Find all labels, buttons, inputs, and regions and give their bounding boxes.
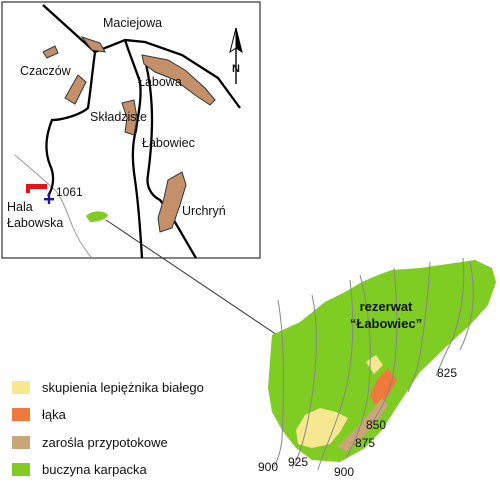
village-skladziste <box>121 99 138 136</box>
legend-label: buczyna karpacka <box>42 462 147 477</box>
place-label-hala-line2: Łabowska <box>7 216 64 230</box>
contour-label: 900 <box>258 460 279 474</box>
north-label: N <box>232 63 240 75</box>
summit-cross-icon <box>44 194 54 204</box>
valley-path <box>14 154 93 259</box>
summit-elevation-label: 1061 <box>56 185 83 199</box>
riparian-scrub-area <box>338 398 388 452</box>
legend-label: zarośla przypotokowe <box>42 435 168 450</box>
place-label-hala-line1: Hala <box>7 200 33 214</box>
legend-swatch <box>12 463 30 476</box>
place-label-labowa: Łabowa <box>138 75 182 89</box>
reserve-inset-marker <box>86 211 108 222</box>
contour-label: 850 <box>366 418 387 432</box>
legend-swatch <box>12 436 30 449</box>
reserve-title-line2: “Łabowiec” <box>349 316 423 331</box>
place-label-maciejowa: Maciejowa <box>103 16 163 30</box>
village-urchryn <box>157 171 187 233</box>
place-label-skladziste: Składziste <box>90 110 147 124</box>
contour-label: 875 <box>355 436 376 450</box>
village-maciejowa <box>80 36 106 53</box>
hut-icon <box>26 184 47 193</box>
village-czaczow <box>42 45 59 59</box>
road-center <box>123 39 144 259</box>
butterbur-patch-2 <box>296 408 348 448</box>
legend-label: skupienia lepiężnika białego <box>42 380 204 395</box>
place-label-labowiec: Łabowiec <box>142 136 195 150</box>
north-arrow-icon <box>229 27 243 84</box>
contour-label: 925 <box>288 455 309 469</box>
place-label-czaczow: Czaczów <box>20 64 71 78</box>
place-label-urchryn: Urchryń <box>182 204 226 218</box>
contour-label: 825 <box>437 366 458 380</box>
legend-swatch <box>12 381 30 394</box>
village-west <box>64 74 87 105</box>
legend-swatch <box>12 408 30 421</box>
villages <box>42 36 216 233</box>
meadow-area <box>370 368 397 405</box>
contour-lines <box>271 257 474 471</box>
reserve-title-line1: rezerwat <box>359 299 413 314</box>
legend-label: łąka <box>42 407 66 422</box>
contour-label: 900 <box>334 465 355 479</box>
village-labowa <box>141 54 216 106</box>
road-west <box>45 51 97 197</box>
